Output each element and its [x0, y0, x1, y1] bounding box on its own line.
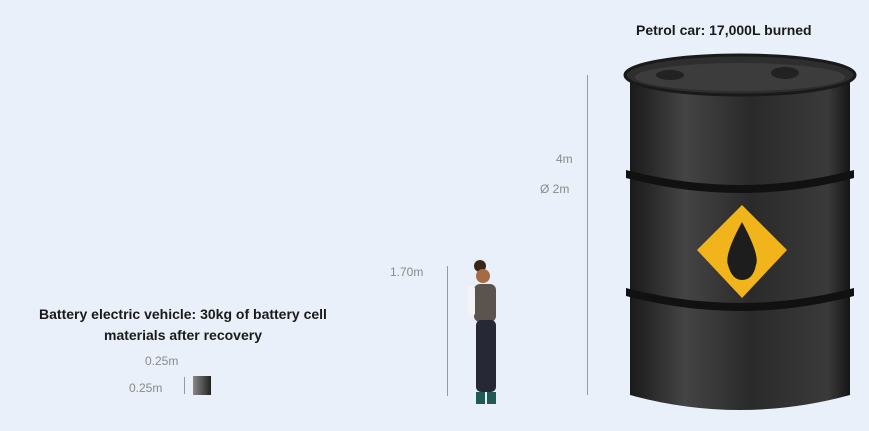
petrol-title: Petrol car: 17,000L burned	[636, 22, 812, 38]
battery-height-label: 0.25m	[129, 381, 163, 395]
person-height-line	[447, 266, 448, 396]
person-figure-icon	[468, 260, 496, 404]
hazard-diamond	[697, 205, 787, 298]
oil-barrel-icon	[623, 53, 857, 410]
barrel-diameter-label: Ø 2m	[540, 182, 570, 196]
battery-depth-label: 0.25m	[145, 354, 179, 368]
barrel-height-label: 4m	[556, 152, 573, 166]
battery-height-line	[184, 377, 185, 394]
battery-title-line2: materials after recovery	[104, 327, 262, 343]
barrel-height-line	[587, 75, 588, 395]
person-height-label: 1.70m	[390, 265, 424, 279]
oil-drop-icon	[727, 222, 757, 280]
battery-title-line1: Battery electric vehicle: 30kg of batter…	[39, 306, 327, 322]
battery-cube-icon	[193, 376, 211, 395]
